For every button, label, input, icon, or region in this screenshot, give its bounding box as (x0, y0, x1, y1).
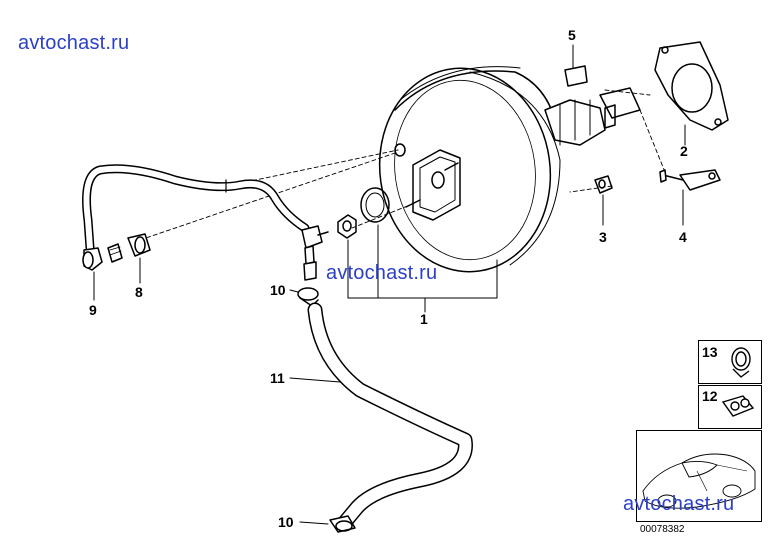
part-2-gasket (654, 41, 729, 146)
car-icon (642, 453, 756, 509)
part-11-hose (289, 302, 473, 530)
part-label-13: 13 (702, 344, 718, 360)
part-4-bracket (659, 169, 721, 226)
diagram-code: 00078382 (640, 524, 685, 535)
part-3-nut (594, 175, 613, 226)
watermark-center: avtochast.ru (326, 262, 438, 284)
watermark-bottom-right: avtochast.ru (623, 493, 735, 515)
part-label-11: 11 (270, 370, 285, 386)
part-10-clamp-lower (299, 515, 356, 533)
inset-part-12 (698, 385, 762, 429)
part-label-2: 2 (680, 143, 688, 159)
upper-hose (82, 164, 310, 301)
part-label-4: 4 (679, 229, 687, 245)
brake-booster (378, 66, 641, 273)
watermark-top-left: avtochast.ru (18, 32, 130, 54)
part-label-10-upper: 10 (270, 282, 286, 298)
part-1-seals (337, 187, 498, 313)
part-5-clip (564, 44, 588, 87)
inset-car-thumbnail (636, 430, 762, 522)
part-label-1: 1 (420, 311, 428, 327)
check-valve (301, 225, 329, 281)
part-label-9: 9 (89, 302, 97, 318)
part-label-12: 12 (702, 388, 718, 404)
inset-part-13 (698, 340, 762, 384)
part-label-10-lower: 10 (278, 514, 294, 530)
part-label-8: 8 (135, 284, 143, 300)
grommet-icon (721, 395, 755, 417)
clamp-icon (731, 347, 751, 378)
part-label-5: 5 (568, 27, 576, 43)
part-10-clamp-upper (289, 287, 319, 307)
part-label-3: 3 (599, 229, 607, 245)
